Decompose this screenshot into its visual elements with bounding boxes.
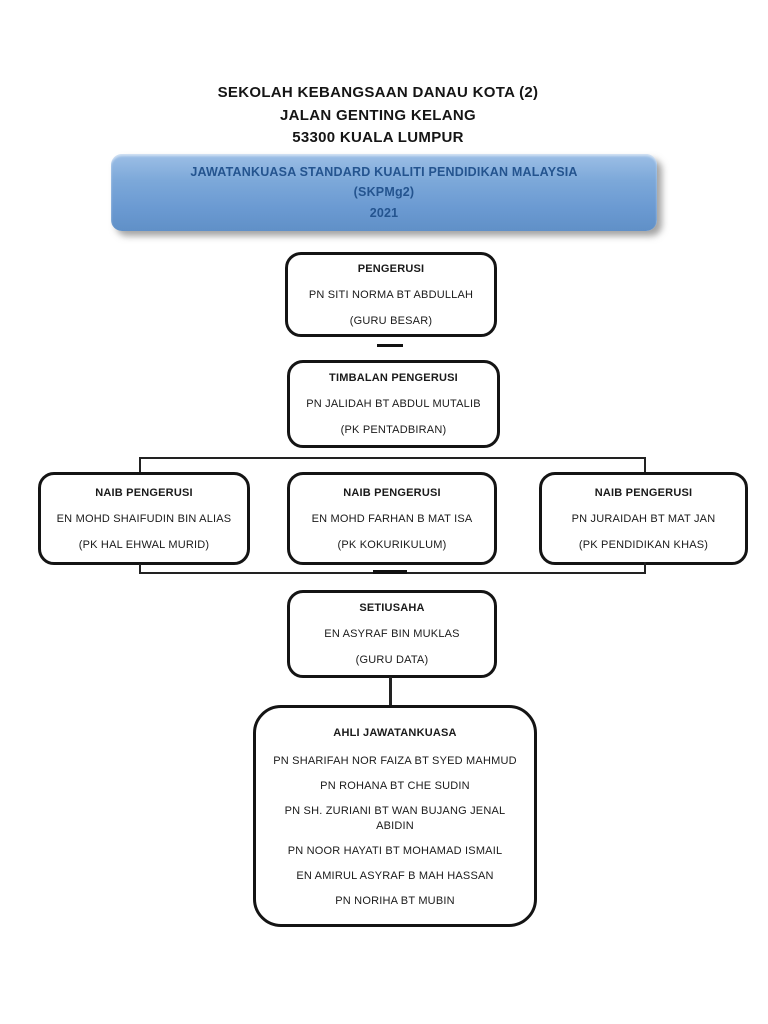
node-role: (GURU BESAR) [349, 314, 433, 327]
node-title: TIMBALAN PENGERUSI [329, 372, 458, 384]
org-node-naib-pengerusi-right: NAIB PENGERUSI PN JURAIDAH BT MAT JAN (P… [539, 472, 748, 565]
banner-subtitle: (SKPMg2) [353, 185, 415, 200]
node-person-name: EN ASYRAF BIN MUKLAS [324, 628, 460, 640]
org-node-naib-pengerusi-middle: NAIB PENGERUSI EN MOHD FARHAN B MAT ISA … [287, 472, 497, 565]
committee-banner: JAWATANKUASA STANDARD KUALITI PENDIDIKAN… [111, 154, 657, 231]
school-letterhead: SEKOLAH KEBANGSAAN DANAU KOTA (2) JALAN … [0, 82, 756, 150]
connector-stub-right-top [644, 457, 646, 473]
school-address-line1: JALAN GENTING KELANG [279, 106, 476, 124]
node-role: (PK PENTADBIRAN) [340, 424, 447, 436]
node-person-name: PN SITI NORMA BT ABDULLAH [308, 288, 474, 301]
node-title: AHLI JAWATANKUASA [333, 727, 457, 739]
node-role: (PK KOKURIKULUM) [337, 538, 447, 551]
banner-year: 2021 [369, 205, 399, 220]
connector-stub-left-bottom [139, 564, 141, 574]
connector-stub-right-bottom [644, 562, 646, 574]
node-person-name: EN MOHD FARHAN B MAT ISA [311, 512, 473, 525]
school-address-line2: 53300 KUALA LUMPUR [292, 129, 464, 146]
member-name: EN AMIRUL ASYRAF B MAH HASSAN [296, 870, 494, 882]
org-node-timbalan-pengerusi: TIMBALAN PENGERUSI PN JALIDAH BT ABDUL M… [287, 360, 500, 448]
member-name: PN NORIHA BT MUBIN [335, 895, 455, 907]
node-person-name: PN JALIDAH BT ABDUL MUTALIB [306, 398, 481, 410]
org-node-naib-pengerusi-left: NAIB PENGERUSI EN MOHD SHAIFUDIN BIN ALI… [38, 472, 250, 565]
connector-horizontal-top [139, 457, 646, 459]
node-title: NAIB PENGERUSI [343, 486, 441, 499]
node-role: (GURU DATA) [355, 654, 429, 666]
org-node-pengerusi: PENGERUSI PN SITI NORMA BT ABDULLAH (GUR… [285, 252, 497, 337]
connector-naib-setiusaha [373, 570, 407, 574]
connector-setiusaha-ahli [389, 677, 392, 706]
school-name: SEKOLAH KEBANGSAAN DANAU KOTA (2) [217, 84, 539, 101]
member-name: PN SH. ZURIANI BT WAN BUJANG JENAL ABIDI… [284, 805, 506, 832]
node-title: NAIB PENGERUSI [95, 486, 193, 499]
node-title: SETIUSAHA [359, 602, 425, 614]
node-title: NAIB PENGERUSI [594, 486, 693, 499]
member-name: PN NOOR HAYATI BT MOHAMAD ISMAIL [287, 845, 503, 857]
node-person-name: PN JURAIDAH BT MAT JAN [571, 512, 716, 525]
node-person-name: EN MOHD SHAIFUDIN BIN ALIAS [56, 512, 232, 525]
node-title: PENGERUSI [357, 262, 425, 275]
banner-title: JAWATANKUASA STANDARD KUALITI PENDIDIKAN… [190, 164, 578, 179]
node-role: (PK PENDIDIKAN KHAS) [578, 538, 709, 551]
org-node-setiusaha: SETIUSAHA EN ASYRAF BIN MUKLAS (GURU DAT… [287, 590, 497, 678]
node-role: (PK HAL EHWAL MURID) [78, 538, 210, 551]
member-name: PN ROHANA BT CHE SUDIN [320, 780, 470, 792]
org-node-ahli-jawatankuasa: AHLI JAWATANKUASA PN SHARIFAH NOR FAIZA … [253, 705, 537, 927]
connector-stub-left-top [139, 457, 141, 473]
connector-pengerusi-timbalan [377, 344, 403, 347]
member-name: PN SHARIFAH NOR FAIZA BT SYED MAHMUD [273, 755, 517, 767]
